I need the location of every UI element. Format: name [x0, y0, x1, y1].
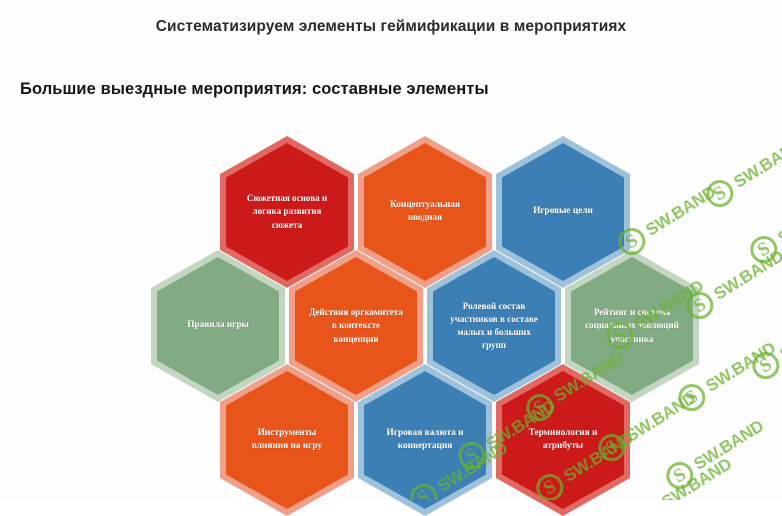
hexagon-9[interactable]: Игровая валюта и конвертация — [358, 364, 492, 516]
hexagon-label: Игровая валюта и конвертация — [386, 427, 464, 451]
hexagon-fill: Игровые цели — [502, 143, 624, 281]
hexagon-diagram: Сюжетная основа и логика развития сюжета… — [140, 132, 720, 516]
hexagon-5[interactable]: Действия оргкомитета в контексте концепц… — [289, 250, 423, 402]
watermark-text: SW.BAND — [776, 305, 782, 364]
hexagon-4[interactable]: Правила игры — [151, 250, 285, 402]
hexagon-fill: Ролевой состав участников в составе малы… — [433, 257, 555, 395]
hexagon-label: Инструменты влияния на игру — [251, 427, 323, 451]
hexagon-1[interactable]: Сюжетная основа и логика развития сюжета — [220, 136, 354, 288]
hexagon-label: Сюжетная основа и логика развития сюжета — [246, 193, 328, 230]
watermark-logo-icon: S — [747, 346, 782, 385]
section-subtitle: Большие выездные мероприятия: составные … — [20, 80, 489, 98]
hexagon-2[interactable]: Концептуальная вводная — [358, 136, 492, 288]
hexagon-fill: Рейтинг и система социальных эволюций уч… — [571, 257, 693, 395]
hexagon-label: Правила игры — [187, 320, 249, 331]
page-title: Систематизируем элементы геймификации в … — [155, 18, 627, 35]
hexagon-8[interactable]: Инструменты влияния на игру — [220, 364, 354, 516]
watermark-text: SW.BAND — [730, 133, 782, 192]
hexagon-6[interactable]: Ролевой состав участников в составе малы… — [427, 250, 561, 402]
hexagon-label: Концептуальная вводная — [390, 199, 460, 223]
hexagon-label: Рейтинг и система социальных эволюций уч… — [585, 307, 679, 344]
hexagon-label: Действия оргкомитета в контексте концепц… — [309, 307, 403, 344]
hexagon-label: Ролевой состав участников в составе малы… — [450, 300, 538, 351]
watermark-text: SW.BAND — [774, 189, 782, 248]
hexagon-fill: Действия оргкомитета в контексте концепц… — [295, 257, 417, 395]
slide-canvas: Систематизируем элементы геймификации в … — [20, 18, 782, 516]
hexagon-fill: Сюжетная основа и логика развития сюжета — [226, 143, 348, 281]
hexagon-fill: Правила игры — [157, 257, 279, 395]
hexagon-fill: Концептуальная вводная — [364, 143, 486, 281]
hexagon-fill: Терминология и атрибуты — [502, 371, 624, 509]
watermark-text: SW.BAND — [710, 245, 782, 304]
watermark-logo-icon: S — [745, 230, 782, 269]
hexagon-fill: Игровая валюта и конвертация — [364, 371, 486, 509]
hexagon-label: Игровые цели — [533, 206, 593, 217]
hexagon-fill: Инструменты влияния на игру — [226, 371, 348, 509]
hexagon-label: Терминология и атрибуты — [528, 427, 598, 451]
